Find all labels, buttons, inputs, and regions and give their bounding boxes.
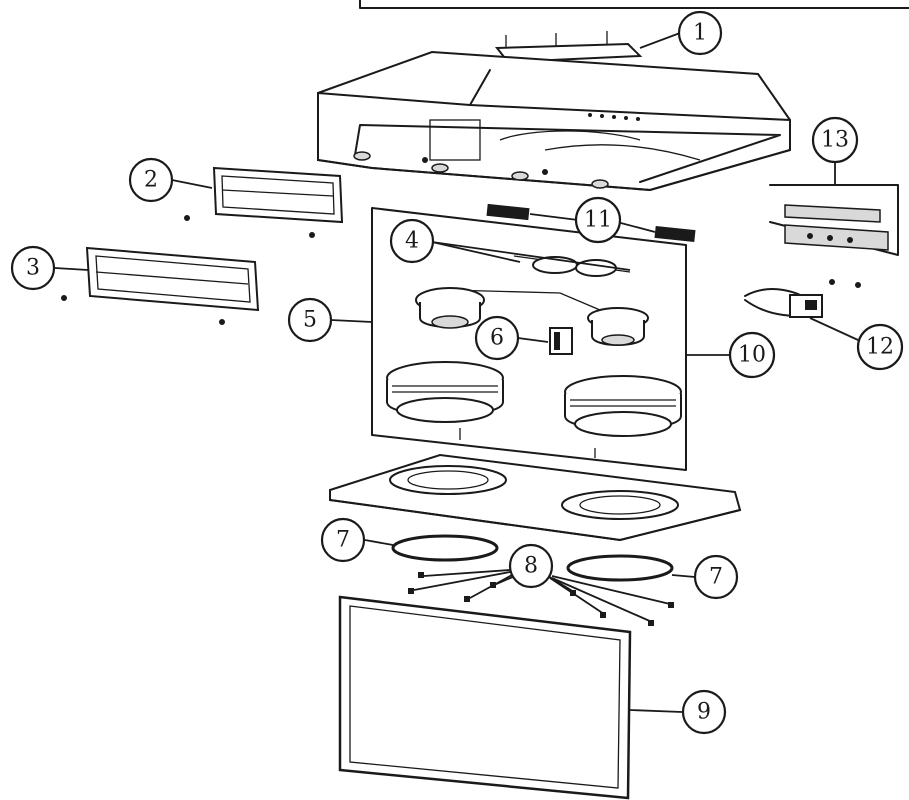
svg-text:1: 1 [693, 21, 707, 46]
svg-text:8: 8 [524, 554, 538, 579]
svg-text:6: 6 [490, 326, 504, 351]
top-frame [359, 0, 909, 9]
bottom-pan [329, 453, 742, 542]
leader-lines [54, 32, 859, 713]
callout-12: 12 [856, 323, 904, 371]
svg-text:2: 2 [144, 168, 158, 193]
duct-adapter-large [61, 246, 260, 325]
callout-13: 13 [811, 116, 859, 164]
range-hood-body [317, 50, 791, 192]
svg-text:4: 4 [405, 229, 419, 254]
callout-1: 1 [677, 10, 723, 56]
vent-rings [391, 534, 674, 582]
callout-9: 9 [681, 689, 727, 735]
blower-assembly-panel [371, 203, 696, 471]
svg-text:12: 12 [866, 335, 894, 360]
grease-filter [338, 595, 632, 800]
callout-3: 3 [10, 245, 56, 291]
callout-6: 6 [474, 315, 520, 361]
callout-4: 4 [389, 218, 435, 264]
control-board [769, 184, 899, 256]
svg-text:9: 9 [697, 700, 711, 725]
duct-adapter-small [184, 166, 344, 238]
callout-2: 2 [128, 157, 174, 203]
svg-text:7: 7 [336, 528, 350, 553]
svg-text:7: 7 [709, 565, 723, 590]
callout-5: 5 [287, 297, 333, 343]
callout-7-right: 7 [693, 554, 739, 600]
callout-7-left: 7 [320, 517, 366, 563]
callout-11: 11 [574, 196, 622, 244]
svg-text:3: 3 [26, 256, 40, 281]
callout-8: 8 [508, 543, 554, 589]
svg-text:5: 5 [303, 308, 317, 333]
callout-10: 10 [728, 331, 776, 379]
wiring-harness [744, 279, 861, 318]
svg-text:13: 13 [821, 128, 849, 153]
svg-text:11: 11 [584, 208, 612, 233]
svg-text:10: 10 [738, 343, 766, 368]
